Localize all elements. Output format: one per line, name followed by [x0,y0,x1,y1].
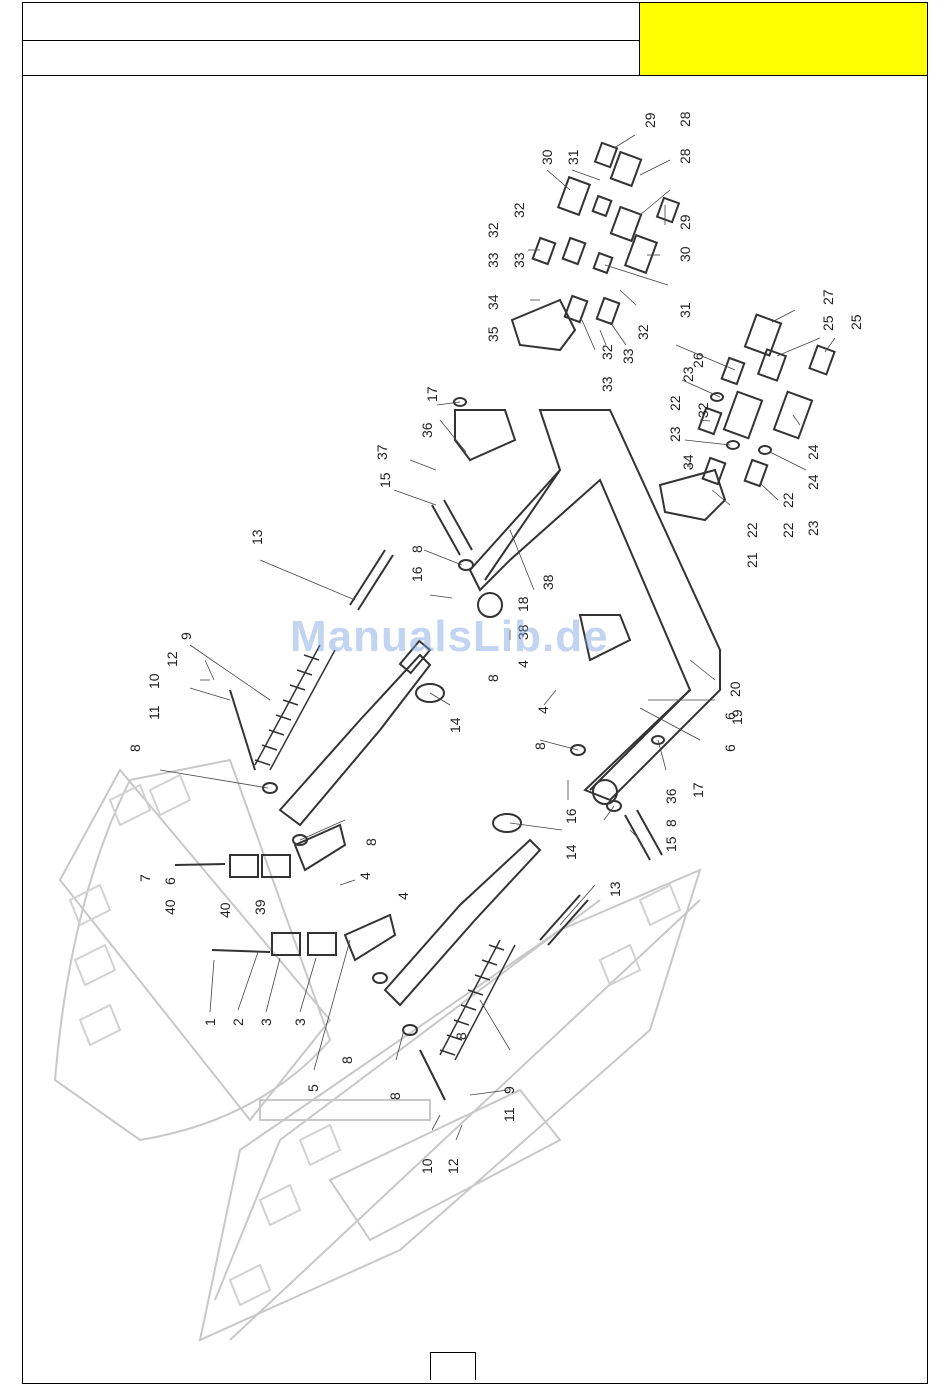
callout: 14 [563,844,579,860]
callout: 3 [292,1018,308,1026]
callout: 8 [387,1092,403,1100]
callout: 8 [363,838,379,846]
callout: 39 [252,899,268,915]
callout: 34 [485,294,501,310]
callout: 8 [485,674,501,682]
hydraulic-cylinder-lower [385,840,540,1005]
callout: 13 [249,529,265,545]
callout: 32 [695,402,711,418]
callout: 6 [162,877,178,885]
washers [263,398,664,1035]
watermark: ManualsLib.de [290,612,609,662]
callout: 33 [599,376,615,392]
clamp-blocks [175,825,395,960]
callout: 28 [677,148,693,164]
callout: 34 [680,454,696,470]
callout: 24 [805,474,821,490]
callout: 25 [820,315,836,331]
callout: 31 [677,302,693,318]
machine-outline [55,760,700,1340]
callout: 12 [445,1158,461,1174]
callout: 20 [727,681,743,697]
callout: 32 [635,324,651,340]
callout: 38 [540,574,556,590]
callout: 4 [357,872,373,880]
callout: 9 [178,632,194,640]
callout: 21 [744,552,760,568]
callout: 37 [374,444,390,460]
callout: 19 [729,709,745,725]
callout: 8 [453,1032,469,1040]
callout: 32 [485,222,501,238]
tread-pattern [70,775,680,1305]
callout: 13 [607,881,623,897]
callout: 6 [722,744,738,752]
callout: 16 [409,566,425,582]
callout: 10 [419,1158,435,1174]
spring-upper [255,645,335,770]
chain-upper [350,550,393,610]
callout: 11 [501,1107,517,1122]
callout: 16 [563,808,579,824]
callout: 30 [539,149,555,165]
callout: 8 [409,545,425,553]
spring-lower [440,940,515,1060]
callout: 4 [535,706,551,714]
callout: 1 [202,1018,218,1026]
callout: 2 [230,1018,246,1026]
callout: 29 [677,214,693,230]
callout: 9 [501,1086,517,1094]
callout: 22 [667,395,683,411]
page-number-box [430,1352,476,1380]
callout: 30 [677,246,693,262]
callout: 17 [690,782,706,798]
callout: 36 [419,422,435,438]
coupling-stack-upper [512,143,679,350]
callout: 12 [164,651,180,667]
callout: 5 [305,1084,321,1092]
callout: 8 [127,744,143,752]
callout: 28 [677,111,693,127]
callout: 26 [690,352,706,368]
callout: 33 [620,348,636,364]
callout: 31 [565,149,581,165]
callout: 24 [805,444,821,460]
callout: 3 [258,1018,274,1026]
callout: 36 [663,788,679,804]
callout: 27 [820,289,836,305]
callout: 8 [663,819,679,827]
callout: 29 [642,112,658,128]
callout: 33 [511,252,527,268]
callout: 35 [485,326,501,342]
callout: 23 [805,520,821,536]
callout: 18 [515,596,531,612]
callout: 8 [532,742,548,750]
callout: 32 [599,344,615,360]
callout: 15 [663,836,679,852]
hydraulic-cylinder-upper [280,641,430,825]
callout: 4 [395,892,411,900]
callout: 23 [667,426,683,442]
callout: 40 [217,902,233,918]
callout: 8 [339,1056,355,1064]
callout: 15 [377,472,393,488]
callout: 14 [447,717,463,733]
callout: 7 [137,874,153,882]
callout: 22 [780,492,796,508]
callout: 10 [146,673,162,689]
callout: 11 [146,705,162,720]
callout: 17 [424,386,440,402]
callout: 22 [780,522,796,538]
callout: 40 [162,899,178,915]
callout: 25 [848,314,864,330]
callout: 22 [744,522,760,538]
callout: 33 [485,252,501,268]
callout: 32 [511,202,527,218]
